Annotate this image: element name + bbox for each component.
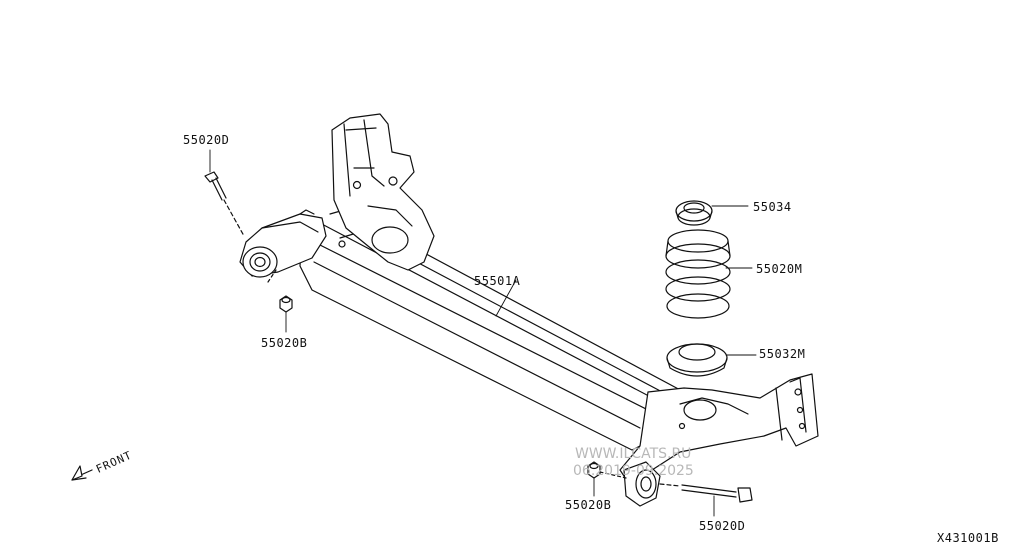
spring-seat-lower bbox=[666, 343, 728, 377]
nut-left bbox=[267, 269, 293, 313]
label-bolt-lower-right: 55020D bbox=[699, 519, 746, 533]
bolt-upper-left bbox=[204, 171, 245, 237]
left-bushing bbox=[242, 246, 278, 278]
label-spring-seat-upper: 55034 bbox=[753, 200, 792, 214]
watermark-dates: 06.2019-09.2025 bbox=[573, 463, 694, 479]
leader-lines bbox=[209, 149, 757, 517]
label-spring-seat-lower: 55032M bbox=[759, 347, 806, 361]
axle-beam bbox=[299, 209, 685, 451]
bolt-lower-right bbox=[659, 483, 753, 503]
left-mount-bracket bbox=[331, 113, 435, 271]
front-arrow-icon bbox=[71, 465, 93, 481]
watermark-site: WWW.ILCATS.RU bbox=[575, 446, 692, 462]
label-axle-beam: 55501A bbox=[474, 274, 521, 288]
coil-spring bbox=[665, 229, 731, 319]
nut-right bbox=[587, 461, 627, 479]
label-bolt-upper-left: 55020D bbox=[183, 133, 230, 147]
right-bushing bbox=[623, 461, 661, 507]
spring-seat-upper bbox=[675, 200, 713, 226]
label-nut-right: 55020B bbox=[565, 498, 612, 512]
label-nut-left: 55020B bbox=[261, 336, 308, 350]
label-coil-spring: 55020M bbox=[756, 262, 803, 276]
diagram-code: X431001B bbox=[937, 531, 999, 545]
